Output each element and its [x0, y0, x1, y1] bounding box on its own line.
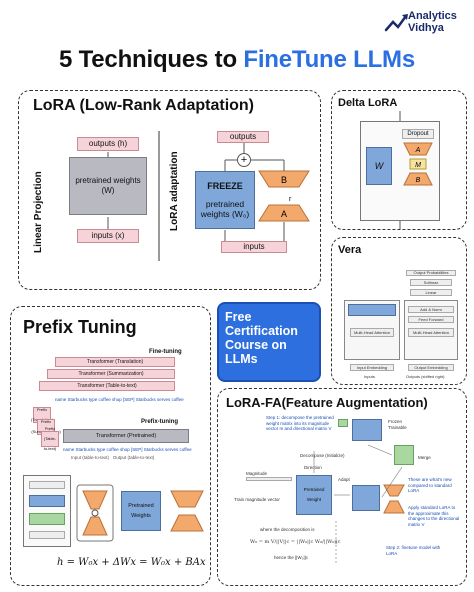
vera-softmax: Softmax — [410, 279, 452, 286]
vera-feed-forward: Feed Forward — [408, 316, 454, 323]
lora-fa-direction-top — [352, 419, 382, 441]
ft-layer-summarization: Transformer (Summarization) — [47, 369, 175, 379]
vera-output-embedding: Output Embedding — [408, 364, 454, 371]
pretrained-weights-box: Pretrained Weights — [121, 491, 161, 531]
analytics-vidhya-logo-icon — [384, 14, 408, 32]
lora-fa-step1: Step 1: decompose the pretrained weight … — [266, 415, 334, 431]
pt-io-line: Input (table-to-text) Output (table-to-t… — [71, 455, 155, 460]
lora-fa-trainable-label: Trainable — [388, 425, 407, 430]
vera-outputs-label: Outputs (shifted right) — [406, 374, 445, 379]
plus-node: + — [237, 153, 251, 167]
lora-fa-merge — [394, 445, 414, 465]
lora-fa-panel: LoRA-FA(Feature Augmentation) Step 1: de… — [217, 388, 467, 586]
vera-mha-right: Multi-Head Attention — [408, 328, 454, 337]
lora-left-arrows — [107, 131, 160, 261]
delta-lora-panel: Delta LoRA W Dropout A M B — [331, 90, 467, 230]
lora-fa-direction-label: Direction — [304, 465, 322, 470]
lora-fa-norm: hence the ||W₀||c — [274, 555, 309, 560]
lora-right-outputs: outputs — [217, 131, 269, 143]
prefix-table: Prefix (Table-to-text) — [41, 426, 59, 451]
lora-fa-adapt-label: Adapt — [338, 477, 350, 482]
vera-diagram: Output Probabilities Softmax Linear Add … — [340, 266, 462, 382]
vera-add-norm: Add & Norm — [408, 306, 454, 313]
ft-layer-translation: Transformer (Translation) — [55, 357, 175, 367]
adapter-ln-2 — [29, 531, 65, 539]
prefix-tuning-panel: Prefix Tuning Fine-tuning Transformer (T… — [10, 306, 211, 586]
delta-b-label: B — [416, 177, 421, 184]
lora-left-weights: pretrained weights (W) — [69, 157, 147, 215]
prefix-tuning-title: Prefix Tuning — [23, 317, 137, 337]
delta-a-label: A — [415, 147, 421, 154]
lora-fa-note2: Apply standard LoRA to the approximate t… — [408, 505, 460, 527]
lora-right-inputs: inputs — [221, 241, 287, 253]
vera-input-embedding: Input Embedding — [350, 364, 394, 371]
lora-a-label: A — [281, 209, 287, 219]
lora-title: LoRA (Low-Rank Adaptation) — [33, 97, 255, 114]
vera-title: Vera — [338, 244, 362, 256]
finetuning-label: Fine-tuning — [149, 349, 182, 355]
delta-m-label: M — [415, 162, 421, 169]
delta-lora-w: W — [366, 147, 392, 185]
ft-input-line: name Starbucks type coffee shop [SEP] St… — [55, 397, 184, 402]
lora-fa-pretrained-weight: Pretrained Weight — [296, 475, 332, 515]
vera-adapter-block — [348, 304, 396, 316]
lora-frozen-weights: FREEZE pretrained weights (W₀) — [195, 171, 255, 229]
lora-b-label: B — [281, 175, 287, 185]
lora-fa-ab-icon — [383, 484, 405, 514]
adapter-ln-1 — [29, 481, 65, 489]
lora-panel: LoRA (Low-Rank Adaptation) Linear Projec… — [18, 90, 321, 290]
lora-fa-note1: These are what's new compared to standar… — [408, 477, 452, 493]
prefix-formula: h = W₀x + ΔWx = W₀x + BAx — [57, 557, 206, 568]
lora-rank-label: r — [289, 196, 292, 203]
free-certification-course-button[interactable]: Free Certification Course on LLMs — [217, 302, 321, 382]
vera-output-probs: Output Probabilities — [406, 270, 456, 276]
lora-fa-direction-mid — [352, 485, 380, 511]
lora-fa-connectors — [313, 444, 403, 565]
page-title: 5 Techniques to FineTune LLMs — [58, 46, 415, 73]
lora-fa-title: LoRA-FA(Feature Augmentation) — [226, 395, 428, 410]
pretrained-transformer: Transformer (Pretrained) — [63, 429, 189, 443]
lora-fa-magnitude-label: Magnitude — [246, 471, 268, 476]
lora-fa-merge-label: Merge — [418, 455, 431, 460]
lora-fa-diagram: Step 1: decompose the pretrained weight … — [226, 415, 462, 581]
lora-ab-trapezoids: B A r — [224, 143, 310, 241]
lora-left-inputs: inputs (x) — [77, 229, 139, 243]
prefix-tuning-label: Prefix-tuning — [141, 419, 178, 425]
adapter-mha — [29, 495, 65, 507]
vera-linear: Linear — [410, 289, 452, 296]
lora-fa-decompose-label: Decompose (Initialize) — [300, 453, 345, 458]
lora-fa-frozen-label: Frozen — [388, 419, 403, 424]
lora-side-trapezoids — [170, 490, 204, 532]
adapter-bottleneck-icon — [76, 484, 114, 542]
brand-name: Analytics Vidhya — [408, 10, 457, 34]
lora-fa-decomp-eq: where the decomposition is — [260, 527, 315, 532]
vera-inputs-label: Inputs — [364, 374, 375, 379]
lora-fa-eq: W₀ = m V/||V||c = ||W₀||c W₀/||W₀||c — [250, 539, 341, 545]
delta-lora-ab: A M B — [399, 111, 433, 229]
lora-fa-train-mag: Train magnitude vector — [234, 497, 280, 502]
vera-mha-left: Multi-Head Attention — [350, 328, 394, 337]
lora-left-outputs: outputs (h) — [77, 137, 139, 151]
lora-fa-magnitude-top — [338, 419, 348, 427]
vera-panel: Vera Output Probabilities Softmax Linear… — [331, 237, 467, 385]
delta-lora-title: Delta LoRA — [338, 97, 398, 109]
adapter-ff — [29, 513, 65, 525]
delta-lora-dropout: Dropout — [402, 129, 434, 139]
lora-fa-magnitude-bar — [246, 477, 292, 481]
ft-layer-table: Transformer (Table-to-text) — [39, 381, 175, 391]
lora-fa-step2: Step 2: finetune model with LoRA — [386, 545, 441, 556]
pt-input-line: name Starbucks type coffee shop [SEP] St… — [63, 447, 192, 452]
